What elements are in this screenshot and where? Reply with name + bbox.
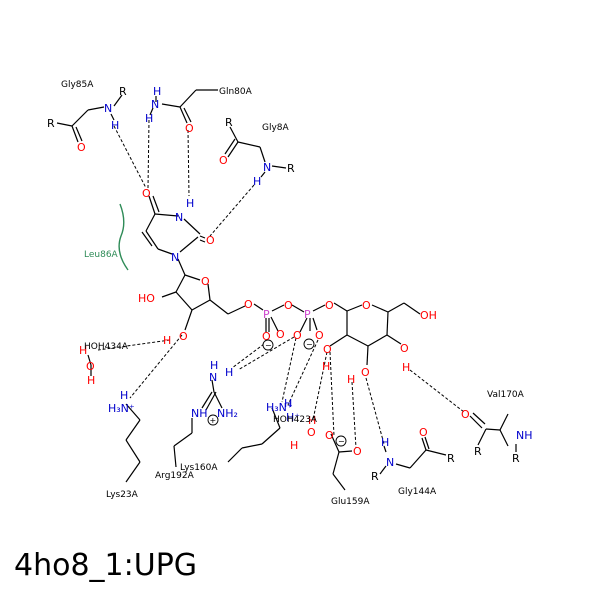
phosphate-o2a: O [276, 328, 285, 341]
gly8-h: H [253, 175, 261, 188]
gln80-n: N [151, 98, 159, 111]
arg192-nh2: NH₂ [217, 407, 238, 420]
gly144-r-right: R [447, 452, 455, 465]
gln80-h-bottom: H [145, 112, 153, 125]
phosphate-o3a: O [284, 299, 293, 312]
lys23-nz: H₃N⁺ [108, 402, 135, 415]
uracil-o2: O [206, 234, 215, 247]
residue-lys23: Lys23A [106, 490, 139, 500]
hoh434-h-top: H [79, 344, 87, 357]
charge-minus-label-a: − [265, 341, 272, 350]
val170-o: O [461, 408, 470, 421]
charge-minus-label-c: − [338, 437, 345, 446]
gly85-r-left: R [47, 117, 55, 130]
arg192-ne: NH [191, 407, 208, 420]
uracil-n3: N [175, 211, 183, 224]
val170-nh: NH [516, 429, 533, 442]
gly8-r-right: R [287, 162, 295, 175]
glucose-h2: H [322, 360, 330, 373]
hoh434-h-right: H [163, 334, 171, 347]
arg192-charge-plus: + [207, 414, 219, 426]
phosphate-o2b: O [315, 329, 324, 342]
gly144-r-left: R [371, 470, 379, 483]
gly85-h: H [111, 119, 119, 132]
uracil-h3: H [186, 197, 194, 210]
residue-gln80: Gln80A [219, 87, 253, 97]
gly8-n: N [263, 161, 271, 174]
glucose-o3: O [361, 366, 370, 379]
phosphate-o1b: O [293, 329, 302, 342]
gln80-o: O [185, 122, 194, 135]
phosphate-pa: P [263, 308, 270, 321]
hoh423-h-bottom: H [290, 439, 298, 452]
charge-plus-label: + [210, 416, 217, 425]
glu159-o-right: O [353, 445, 362, 458]
val170-r-left: R [474, 445, 482, 458]
residue-gly8: Gly8A [262, 123, 290, 133]
ribose-o5: O [244, 298, 253, 311]
ligand-atoms: O N H O N O HO O O P O P O O O O O O OH … [138, 187, 437, 386]
hoh423-o: O [307, 426, 316, 439]
hoh423-h-top: H [308, 414, 316, 427]
residue-bonds [56, 89, 517, 491]
lys160-h-bottom: H⁺ [286, 411, 300, 424]
phosphate-o1: O [325, 299, 334, 312]
lys23-h-top: H [120, 389, 128, 402]
glucose-o6-hydroxyl: OH [420, 309, 437, 322]
residue-hoh423: HOH423A [273, 415, 318, 425]
val170-r-bottom: R [512, 452, 520, 465]
ligand-title: 4ho8_1:UPG [14, 548, 198, 583]
residue-atoms: R O N R H H N H O R O N R H H O H H H H₃… [47, 85, 533, 483]
gln80-h-top: H [153, 85, 161, 98]
charge-minus-label-b: − [306, 340, 313, 349]
uracil-o4: O [142, 187, 151, 200]
hoh434-h-bottom: H [87, 374, 95, 387]
arg192-nh1: N [209, 371, 217, 384]
glucose-h4: H [402, 361, 410, 374]
residue-labels: Gly85A Gln80A Gly8A Leu86A HOH434A Lys23… [61, 80, 525, 507]
hoh434-o: O [86, 360, 95, 373]
glucose-o4: O [400, 342, 409, 355]
residue-lys160: Lys160A [180, 463, 218, 473]
uracil-n1: N [171, 251, 179, 264]
gly85-n: N [104, 102, 112, 115]
hydrogen-bonds [97, 119, 465, 449]
residue-gly85: Gly85A [61, 80, 94, 90]
charge-markers: − − − + [207, 338, 347, 447]
gly85-o: O [77, 141, 86, 154]
arg192-h-right: H [225, 366, 233, 379]
gly8-o: O [219, 154, 228, 167]
phosphate-charge-minus-a: − [262, 339, 274, 351]
phosphate-charge-minus-b: − [303, 338, 315, 350]
gly144-h: H [381, 436, 389, 449]
glu159-charge-minus: − [335, 435, 347, 447]
gly8-r: R [225, 116, 233, 129]
lys160-h-top: H [284, 397, 292, 410]
glucose-h3: H [347, 373, 355, 386]
ribose-o2-hydroxyl: HO [138, 292, 155, 305]
residue-arg192: Arg192A [155, 471, 195, 481]
lys160-nz: H₃N⁺ [266, 401, 293, 414]
glucose-o5: O [362, 299, 371, 312]
arg192-h-top: H [210, 359, 218, 372]
glucose-o2: O [323, 343, 332, 356]
residue-gly144: Gly144A [398, 487, 437, 497]
residue-val170: Val170A [487, 390, 525, 400]
phosphate-o1a: O [262, 330, 271, 343]
ligand-bonds [141, 195, 421, 366]
glu159-o-left: O [325, 429, 334, 442]
residue-leu86: Leu86A [84, 250, 119, 260]
residue-glu159: Glu159A [331, 497, 370, 507]
gly85-r-top: R [119, 85, 127, 98]
ribose-o4: O [201, 275, 210, 288]
gly144-n: N [386, 456, 394, 469]
phosphate-pb: P [304, 308, 311, 321]
hydrophobic-contact-arc [118, 203, 129, 271]
residue-hoh434: HOH434A [84, 342, 129, 352]
gly144-o: O [419, 426, 428, 439]
ribose-o3: O [179, 330, 188, 343]
